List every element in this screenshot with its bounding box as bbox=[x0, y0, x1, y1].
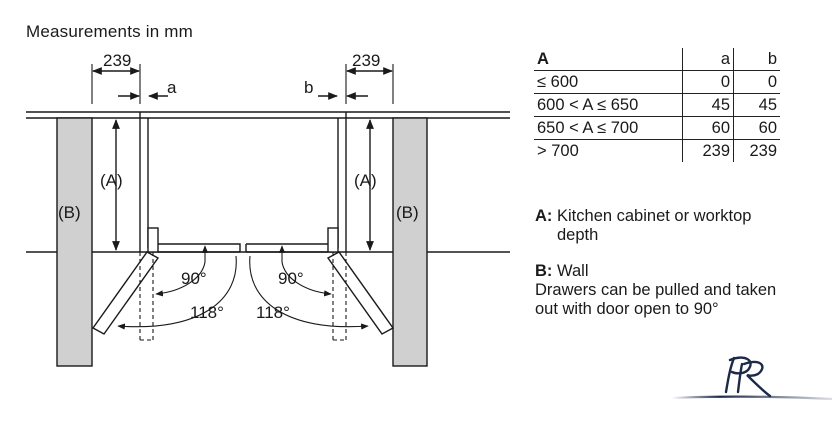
depth-label-right: (A) bbox=[354, 171, 377, 190]
table-row: > 700 239 239 bbox=[534, 139, 780, 162]
arc-90-left bbox=[155, 261, 206, 297]
door-right-90-dashed bbox=[332, 252, 347, 341]
table-cell-b: 45 bbox=[733, 93, 780, 117]
angle-118-left: 118° bbox=[190, 303, 224, 322]
table-row: ≤ 600 0 0 bbox=[534, 70, 780, 94]
angle-118-right: 118° bbox=[256, 303, 290, 322]
legend-a-text: Kitchen cabinet or worktop bbox=[557, 207, 752, 225]
legend-note-line-1: Drawers can be pulled and taken bbox=[535, 281, 777, 299]
gap-table: A a b ≤ 600 0 0 600 < A ≤ 650 45 45 650 … bbox=[534, 48, 780, 162]
depth-label-left: (A) bbox=[100, 171, 123, 190]
legend-b-key: B: bbox=[535, 262, 553, 280]
arc-118-right bbox=[249, 255, 369, 330]
table-cell-range: > 700 bbox=[537, 142, 579, 160]
page-title: Measurements in mm bbox=[26, 22, 194, 41]
table-header-gap-b: b bbox=[733, 48, 780, 71]
table-header-gap-a: a bbox=[682, 48, 734, 71]
table-cell-a: 0 bbox=[682, 70, 734, 94]
angle-90-left: 90° bbox=[181, 269, 207, 288]
legend-b: B: Wall Drawers can be pulled and taken … bbox=[535, 262, 776, 319]
wall-left bbox=[56, 117, 93, 367]
dim-left-label: 239 bbox=[103, 51, 131, 70]
arc-90-right bbox=[281, 261, 332, 297]
fridge-sides bbox=[139, 112, 347, 252]
table-header-a-depth: A bbox=[534, 48, 683, 71]
wall-right bbox=[392, 117, 428, 367]
table-row: 600 < A ≤ 650 45 45 bbox=[534, 93, 780, 117]
legend-a-text-cont: depth bbox=[557, 226, 599, 244]
legend-note-line-2: out with door open to 90° bbox=[535, 300, 719, 318]
legend-b-text: Wall bbox=[557, 262, 589, 280]
installation-diagram: 239 239 a b (A) (A) (B) (B) 90° 90° 118°… bbox=[26, 51, 510, 367]
door-right-open bbox=[326, 251, 395, 335]
door-panels-closed bbox=[158, 243, 328, 253]
hinge-left bbox=[147, 227, 159, 253]
table-cell-range: ≤ 600 bbox=[534, 70, 683, 94]
door-left-90-dashed bbox=[139, 252, 154, 341]
legend-a-key: A: bbox=[535, 207, 553, 225]
table-cell-b: 60 bbox=[733, 116, 780, 140]
table-cell-range: 650 < A ≤ 700 bbox=[534, 116, 683, 140]
table-cell-b: 239 bbox=[733, 139, 780, 162]
hinge-right bbox=[327, 227, 339, 253]
wall-label-left: (B) bbox=[58, 203, 81, 222]
table-cell-range: 600 < A ≤ 650 bbox=[534, 93, 683, 117]
table-header-row: A a b bbox=[534, 48, 780, 71]
dim-right-label: 239 bbox=[352, 51, 380, 70]
dimension-extension-lines bbox=[91, 64, 394, 104]
table-cell-a: 60 bbox=[682, 116, 734, 140]
wall-label-right: (B) bbox=[396, 203, 419, 222]
angle-90-right: 90° bbox=[278, 269, 304, 288]
door-left-open bbox=[91, 251, 160, 335]
arc-118-left bbox=[117, 255, 237, 330]
legend-a: A: Kitchen cabinet or worktop depth bbox=[535, 207, 751, 245]
table-cell-a: 45 bbox=[682, 93, 734, 117]
table-cell-b: 0 bbox=[733, 70, 780, 94]
gap-b-label: b bbox=[304, 78, 313, 97]
gap-a-label: a bbox=[167, 78, 177, 97]
pr-monogram-logo-icon bbox=[672, 356, 832, 401]
table-row: 650 < A ≤ 700 60 60 bbox=[534, 116, 780, 140]
table-cell-a: 239 bbox=[682, 139, 734, 162]
